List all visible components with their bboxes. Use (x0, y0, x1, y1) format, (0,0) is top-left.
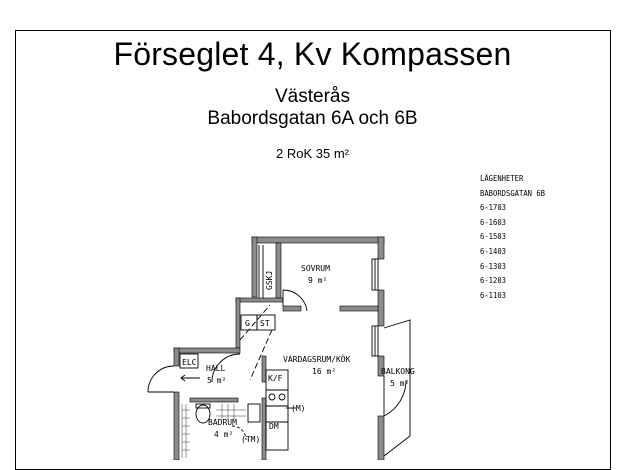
bedroom-door (282, 289, 308, 312)
apartment-size: 2 RoK 35 m² (276, 146, 349, 161)
vardagsrum-name: VARDAGSRUM/KÖK (283, 354, 351, 364)
page-title: Förseglet 4, Kv Kompassen (113, 36, 512, 72)
tm-label: (TM) (241, 435, 260, 444)
street-address: Babordsgatan 6A och 6B (207, 108, 418, 129)
sovrum-name: SOVRUM (301, 264, 330, 273)
plan-lines (147, 245, 411, 457)
apartment-unit: 6-1503 (480, 232, 507, 242)
apartment-unit: 6-1403 (480, 246, 507, 256)
bathroom-tiles (181, 404, 246, 458)
city-name: Västerås (275, 86, 350, 107)
apartment-list: LÄGENHETER BABORDSGATAN 6B 6-1703 6-1603… (480, 172, 545, 303)
apartment-unit: 6-1303 (480, 261, 507, 271)
badrum-name: BADRUM (208, 418, 237, 427)
badrum-area: 4 m² (214, 430, 233, 439)
kf-label: K/F (268, 374, 283, 383)
vardagsrum-area: 16 m² (312, 367, 336, 376)
apartment-unit: 6-1103 (480, 290, 507, 300)
dm-label: DM (269, 422, 279, 431)
gskj-label: GSKJ (265, 271, 274, 290)
elc-label: ELC (182, 358, 197, 367)
balkong-area: 5 m² (390, 379, 409, 388)
hall-name: HALL (206, 364, 225, 373)
m-label: (M) (291, 404, 305, 413)
sovrum-area: 9 m² (308, 276, 327, 285)
st-label: ST (260, 319, 270, 328)
apartment-list-subheading: BABORDSGATAN 6B (480, 188, 546, 198)
hall-area: 5 m² (207, 376, 226, 385)
balkong-name: BALKONG (381, 367, 415, 376)
apartment-unit: 6-1603 (480, 217, 507, 227)
floor-plan: SOVRUM 9 m² VARDAGSRUM/KÖK 16 m² BALKONG… (147, 236, 415, 460)
apartment-unit: 6-1203 (480, 276, 507, 286)
walls (173, 236, 385, 460)
g-label: G (245, 319, 250, 328)
apartment-list-heading: LÄGENHETER (480, 174, 524, 183)
apartment-unit: 6-1703 (480, 203, 507, 213)
